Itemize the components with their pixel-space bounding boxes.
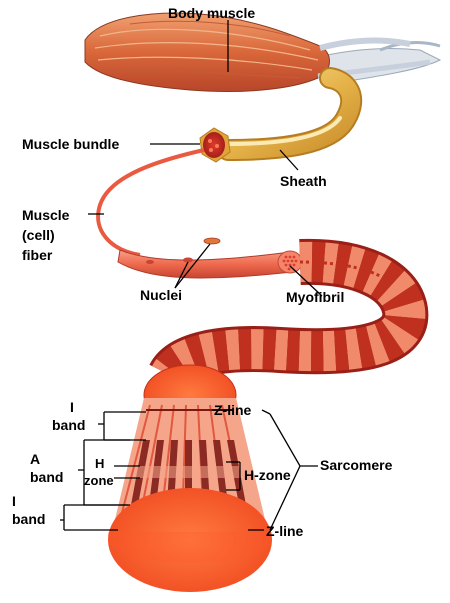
label-muscle-fiber-line3: fiber bbox=[22, 247, 53, 263]
label-body-muscle: Body muscle bbox=[168, 5, 255, 21]
muscle-fiber bbox=[118, 238, 302, 278]
label-myofibril: Myofibril bbox=[286, 289, 344, 305]
label-muscle-fiber-line2: (cell) bbox=[22, 227, 55, 243]
label-h-zone-right: H-zone bbox=[244, 467, 291, 483]
label-i-band-top-line1: I bbox=[70, 399, 74, 415]
label-i-band-bottom-line2: band bbox=[12, 511, 45, 527]
label-a-band-line2: band bbox=[30, 469, 63, 485]
myofibril bbox=[170, 262, 405, 375]
label-a-band-line1: A bbox=[30, 451, 40, 467]
label-sarcomere: Sarcomere bbox=[320, 457, 393, 473]
label-muscle-bundle: Muscle bundle bbox=[22, 136, 119, 152]
label-i-band-top-line2: band bbox=[52, 417, 85, 433]
label-h-zone-inner-line1: H bbox=[95, 456, 104, 471]
fiber-strand bbox=[98, 150, 204, 255]
label-z-line-top: Z-line bbox=[214, 402, 252, 418]
label-nuclei: Nuclei bbox=[140, 287, 182, 303]
body-muscle-illustration bbox=[85, 13, 440, 91]
label-muscle-fiber-line1: Muscle bbox=[22, 207, 70, 223]
label-h-zone-inner-line2: zone bbox=[84, 473, 114, 488]
label-sheath: Sheath bbox=[280, 173, 327, 189]
label-i-band-bottom-line1: I bbox=[12, 493, 16, 509]
label-z-line-bottom: Z-line bbox=[266, 523, 304, 539]
